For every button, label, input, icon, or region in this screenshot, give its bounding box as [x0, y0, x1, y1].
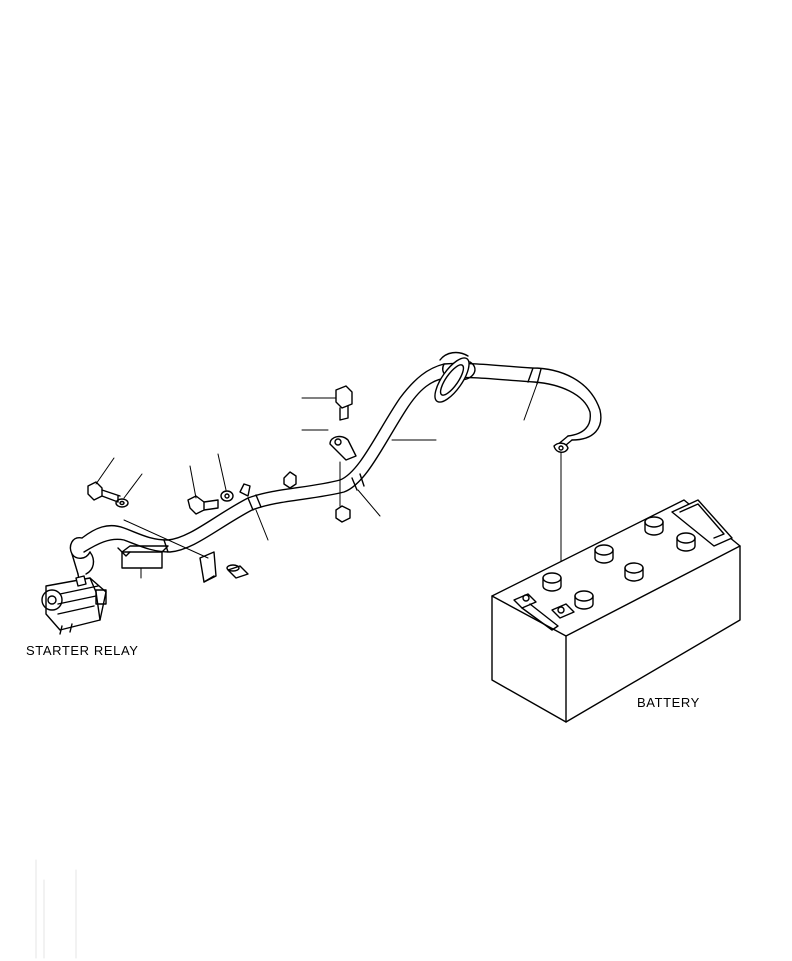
starter-relay — [41, 537, 107, 635]
washer-2 — [220, 490, 234, 502]
bolt-2 — [187, 495, 219, 515]
scan-artifacts — [35, 859, 77, 959]
starter-relay-label: STARTER RELAY — [26, 643, 139, 658]
battery-label: BATTERY — [637, 695, 700, 710]
nut-lower — [335, 505, 351, 523]
cable-clip-mid — [239, 483, 251, 497]
grommet — [434, 351, 470, 403]
washer-1 — [115, 498, 129, 508]
nut-top — [283, 471, 297, 489]
bracket — [199, 551, 217, 583]
clamp-top — [329, 435, 357, 461]
spacer — [226, 564, 249, 579]
bolt-1 — [87, 481, 121, 503]
battery-cell-caps — [542, 516, 696, 610]
battery — [491, 499, 741, 723]
bolt-3 — [335, 385, 353, 421]
cable-clip-lower — [117, 545, 169, 569]
battery-terminal-lug — [553, 435, 573, 453]
clamp-bands — [163, 367, 542, 553]
battery-terminals — [513, 593, 575, 631]
leader-lines — [95, 383, 562, 607]
